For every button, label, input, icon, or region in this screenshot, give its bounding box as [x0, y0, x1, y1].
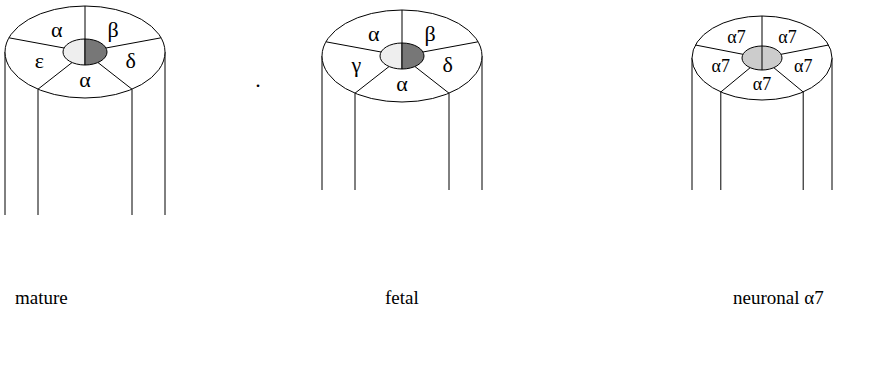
subunit-label: α7	[794, 57, 812, 75]
subunit-label: β	[425, 23, 436, 45]
subunit-label: α	[51, 19, 63, 41]
receptor-caption: mature	[15, 288, 68, 307]
subunit-label: α7	[778, 28, 796, 46]
subunit-label: δ	[125, 50, 135, 72]
subunit-label: α	[368, 23, 380, 45]
receptor-caption: neuronal α7	[733, 288, 824, 307]
fetal-receptor-cylinder	[322, 10, 482, 190]
neuronal-receptor-cylinder	[692, 16, 832, 190]
subunit-label: α7	[712, 57, 730, 75]
subunit-label: α7	[727, 28, 745, 46]
subunit-label: α	[396, 73, 408, 95]
subunit-label: δ	[442, 54, 452, 76]
subunit-label: ε	[35, 50, 44, 72]
mature-receptor-cylinder	[5, 6, 165, 215]
stray-mark: .	[255, 69, 261, 91]
subunit-label: α	[79, 69, 91, 91]
subunit-label: γ	[351, 54, 361, 76]
subunit-label: α7	[753, 75, 771, 93]
receptor-caption: fetal	[385, 288, 419, 307]
subunit-label: β	[108, 19, 119, 41]
